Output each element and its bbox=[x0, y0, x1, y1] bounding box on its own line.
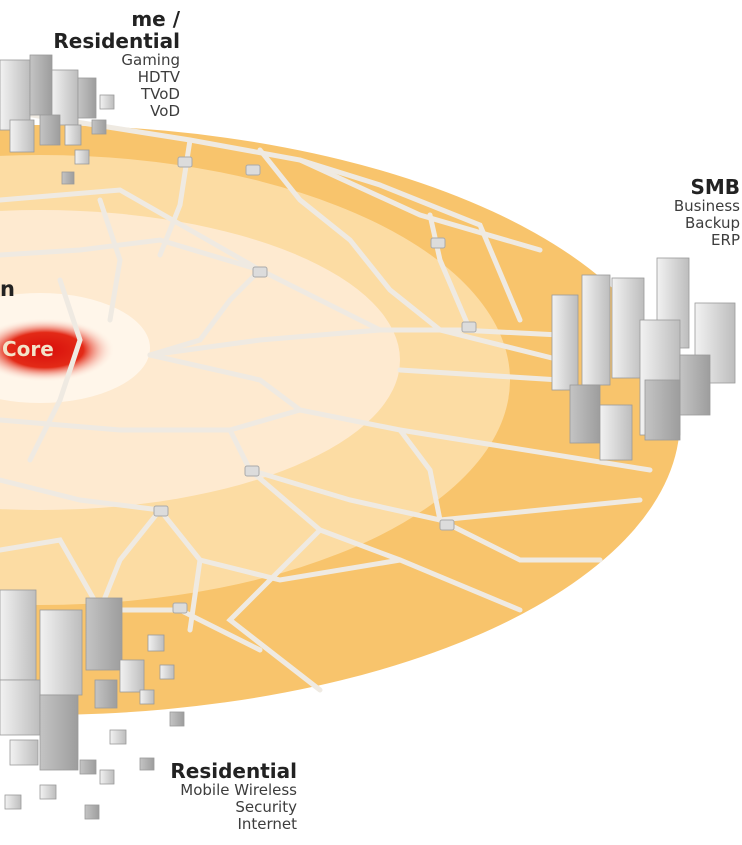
service-item: Business bbox=[673, 197, 740, 215]
service-item: ERP bbox=[711, 231, 740, 249]
home-residential-title: me / Residential bbox=[53, 7, 180, 53]
residential-title: Residential bbox=[170, 759, 297, 783]
service-item: VoD bbox=[150, 102, 180, 120]
residential-label: Residential Mobile Wireless Security Int… bbox=[130, 760, 297, 833]
core-glow bbox=[0, 318, 115, 382]
inner-ring bbox=[0, 210, 400, 510]
residential-buildings bbox=[0, 589, 185, 820]
home-residential-label: me / Residential Gaming HDTV TVoD VoD bbox=[0, 8, 180, 120]
service-item: Mobile Wireless bbox=[180, 781, 297, 799]
service-item: Security bbox=[235, 798, 297, 816]
smb-buildings bbox=[551, 257, 736, 461]
service-item: Internet bbox=[237, 815, 297, 833]
road-network bbox=[0, 107, 653, 693]
service-item: Gaming bbox=[121, 51, 180, 69]
service-item: Backup bbox=[685, 214, 740, 232]
core-label: Core bbox=[2, 337, 54, 361]
service-item: TVoD bbox=[141, 85, 180, 103]
network-nodes bbox=[153, 156, 477, 614]
smb-title: SMB bbox=[690, 175, 740, 199]
service-item: HDTV bbox=[137, 68, 180, 86]
home-residential-buildings bbox=[0, 54, 115, 185]
ring-label-fragment: n bbox=[0, 277, 15, 301]
smb-label: SMB Business Backup ERP bbox=[600, 176, 740, 249]
